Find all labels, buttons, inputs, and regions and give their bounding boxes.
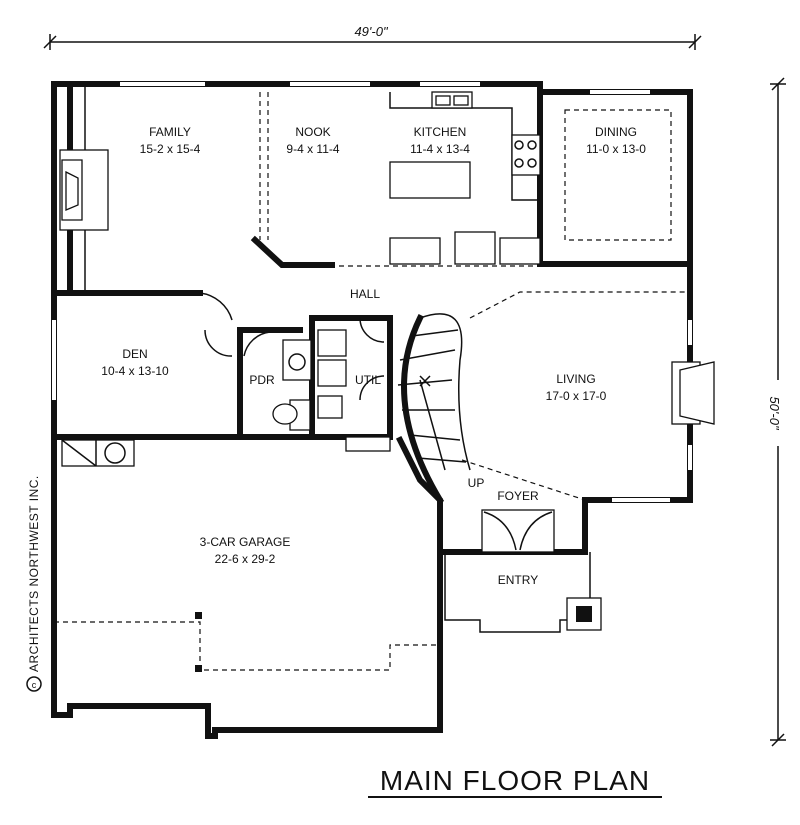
depth-dimension-label: 50'-0"	[767, 396, 782, 431]
doors	[199, 292, 555, 553]
room-labels: FAMILY 15-2 x 15-4 NOOK 9-4 x 11-4 KITCH…	[101, 125, 646, 587]
copyright: c ARCHITECTS NORTHWEST INC.	[26, 475, 42, 692]
family-name: FAMILY	[149, 125, 191, 139]
family-size: 15-2 x 15-4	[140, 142, 201, 156]
kitchen-size: 11-4 x 13-4	[410, 142, 470, 156]
living-name: LIVING	[556, 372, 595, 386]
entry-name: ENTRY	[498, 573, 538, 587]
garage-fixtures	[61, 439, 202, 672]
nook-name: NOOK	[295, 125, 330, 139]
garage-name: 3-CAR GARAGE	[200, 535, 291, 549]
powder-fixtures	[272, 339, 312, 431]
vanity-icon	[282, 339, 312, 381]
living-size: 17-0 x 17-0	[546, 389, 607, 403]
hall-name: HALL	[350, 287, 380, 301]
copyright-symbol: c	[32, 680, 37, 690]
kitchen-island	[389, 161, 471, 199]
nook-size: 9-4 x 11-4	[286, 142, 339, 156]
dining-name: DINING	[595, 125, 637, 139]
walls	[51, 81, 715, 739]
foyer-name: FOYER	[497, 489, 539, 503]
width-dimension-label: 49'-0"	[354, 24, 389, 39]
util-fixtures	[317, 329, 347, 419]
dining-size: 11-0 x 13-0	[586, 142, 646, 156]
copyright-symbol-icon	[26, 676, 42, 692]
water-heater-icon	[61, 439, 135, 467]
stove-icon	[511, 134, 541, 176]
den-size: 10-4 x 13-10	[101, 364, 169, 378]
depth-dimension: 50'-0"	[767, 77, 788, 747]
stair-label: UP	[468, 476, 485, 490]
width-dimension: 49'-0"	[43, 24, 702, 50]
copyright-text: ARCHITECTS NORTHWEST INC.	[27, 475, 41, 672]
porch	[444, 552, 602, 633]
family-fireplace	[59, 149, 109, 231]
pdr-name: PDR	[249, 373, 275, 387]
stair	[397, 313, 471, 471]
kitchen-fixtures	[389, 91, 541, 265]
title: MAIN FLOOR PLAN	[380, 765, 650, 796]
den-name: DEN	[122, 347, 147, 361]
dashed-lines	[54, 92, 690, 671]
kitchen-name: KITCHEN	[414, 125, 467, 139]
garage-size: 22-6 x 29-2	[215, 552, 276, 566]
util-name: UTIL	[355, 373, 381, 387]
plan-title: MAIN FLOOR PLAN	[368, 765, 662, 798]
